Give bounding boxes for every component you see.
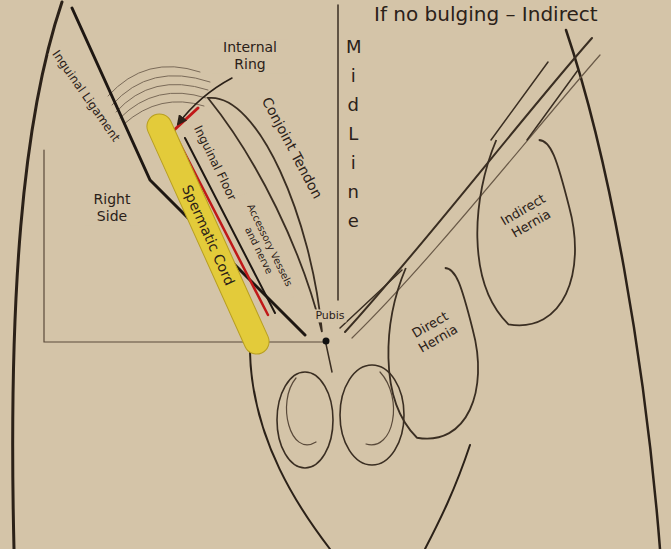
body-outline xyxy=(566,30,660,549)
scrotum-outline xyxy=(366,372,394,445)
sac-outline xyxy=(466,140,587,330)
hernia-neck xyxy=(340,270,402,328)
midline-label: Mid Line xyxy=(344,32,362,235)
hernia-neck xyxy=(527,70,578,140)
midline xyxy=(337,5,339,300)
sac-outline-path xyxy=(477,140,575,325)
side-label: Right Side xyxy=(85,191,139,225)
hernia-sac: Direct Hernia xyxy=(378,268,489,443)
hernia-sac: Indirect Hernia xyxy=(466,140,587,330)
groin-line xyxy=(352,55,600,338)
page-title: If no bulging – Indirect xyxy=(372,2,600,26)
node-text-box: Indirect Hernia xyxy=(488,185,566,248)
sac-outline xyxy=(378,268,489,443)
body-outline xyxy=(13,2,62,549)
node-label: Direct Hernia xyxy=(398,302,469,361)
hernia-neck xyxy=(491,62,548,140)
body-outline xyxy=(250,352,330,549)
part-label: Pubis xyxy=(313,309,346,322)
pubis-dot xyxy=(323,338,330,345)
node-label: Indirect Hernia xyxy=(488,185,566,248)
scrotum-outline xyxy=(340,365,404,465)
hatching xyxy=(108,67,200,96)
sac-outline-path xyxy=(388,268,478,439)
scrotum-outline xyxy=(287,378,316,445)
leader-arrow xyxy=(178,78,232,124)
part-label: Internal Ring xyxy=(212,39,288,73)
scrotum-outline xyxy=(326,344,332,372)
node-text-box: Direct Hernia xyxy=(398,302,469,361)
scrotum-outline xyxy=(277,372,333,468)
hatching xyxy=(116,84,208,112)
body-outline xyxy=(425,445,470,549)
